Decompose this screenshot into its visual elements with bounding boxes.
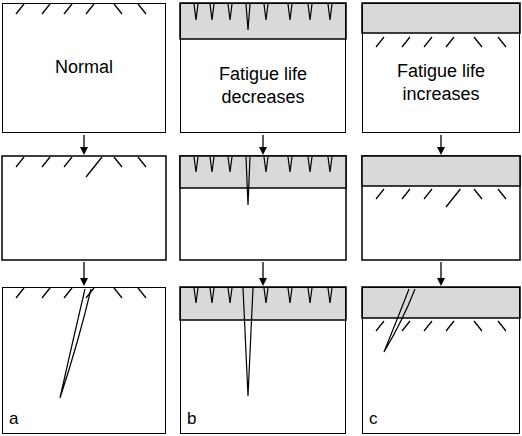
notch-crack (328, 157, 332, 172)
surface-layer (180, 156, 346, 188)
surface-crack (474, 37, 482, 47)
panel: a (2, 287, 166, 434)
surface-layer (362, 287, 520, 318)
arrow-head (80, 278, 88, 286)
surface-crack (446, 189, 460, 207)
flow-arrow (440, 135, 441, 148)
notch-crack (210, 4, 214, 20)
surface-layer (362, 3, 520, 33)
surface-crack (138, 288, 146, 298)
panel-letter: b (187, 408, 196, 430)
condition-panel: Fatigue life increases (362, 3, 520, 133)
main-crack (243, 288, 253, 396)
surface-crack (498, 321, 506, 331)
arrow-head (259, 278, 267, 286)
arrow-head (259, 147, 267, 155)
arrow-head (437, 278, 445, 286)
surface-layer (362, 156, 520, 186)
surface-crack (474, 321, 482, 331)
material-panel (180, 156, 346, 260)
surface-crack (474, 189, 482, 199)
notch-crack (264, 157, 268, 172)
surface-crack (402, 37, 410, 47)
notch-crack (228, 157, 232, 172)
arrow-head (437, 147, 445, 155)
surface-crack (424, 37, 432, 47)
surface-crack (498, 189, 506, 199)
surface-crack (446, 321, 454, 331)
surface-crack (16, 157, 24, 167)
surface-crack (16, 288, 24, 298)
surface-crack (86, 4, 94, 14)
notch-crack (264, 288, 268, 303)
surface-crack (376, 37, 384, 47)
notch-crack (288, 4, 292, 20)
surface-layer (180, 287, 346, 320)
main-crack (384, 289, 415, 352)
surface-crack (64, 157, 72, 167)
notch-crack (328, 288, 332, 303)
panel-letter: c (369, 408, 378, 430)
surface-crack (138, 157, 146, 167)
surface-crack (64, 4, 72, 14)
surface-crack (498, 37, 506, 47)
surface-crack (64, 288, 72, 298)
panel-title: Fatigue life increases (375, 60, 507, 107)
panel: b (180, 287, 346, 434)
surface-crack (86, 157, 102, 177)
surface-crack (42, 157, 50, 167)
flow-arrow (83, 262, 84, 279)
notch-crack (210, 288, 214, 303)
notch-crack (228, 4, 232, 20)
surface-crack (446, 37, 454, 47)
notch-crack (308, 4, 312, 20)
panel-title: Fatigue life decreases (197, 63, 329, 110)
notch-crack (194, 4, 198, 20)
notch-crack (308, 288, 312, 303)
panel-letter: a (9, 408, 18, 430)
panel-title: Normal (55, 56, 113, 79)
notch-crack (194, 157, 198, 172)
flow-arrow (440, 262, 441, 279)
material-panel (362, 156, 520, 260)
main-crack (60, 289, 91, 398)
surface-crack (114, 157, 122, 167)
notch-crack (194, 288, 198, 303)
surface-crack (42, 4, 50, 14)
notch-crack (246, 157, 250, 205)
notch-crack (308, 157, 312, 172)
surface-crack (114, 288, 122, 298)
surface-crack (402, 321, 410, 331)
notch-crack (210, 157, 214, 172)
material-panel (2, 156, 166, 260)
arrow-head (80, 147, 88, 155)
surface-crack (42, 288, 50, 298)
flow-arrow (262, 262, 263, 279)
surface-layer (180, 3, 346, 39)
surface-crack (16, 4, 24, 14)
notch-crack (264, 4, 268, 20)
panel: c (362, 287, 520, 434)
notch-crack (288, 157, 292, 172)
notch-crack (246, 4, 250, 30)
notch-crack (328, 4, 332, 20)
notch-crack (288, 288, 292, 303)
surface-crack (376, 321, 384, 331)
flow-arrow (83, 135, 84, 148)
surface-crack (114, 4, 122, 14)
surface-crack (138, 4, 146, 14)
condition-panel: Fatigue life decreases (180, 3, 346, 133)
surface-crack (424, 321, 432, 331)
surface-crack (402, 189, 410, 199)
flow-arrow (262, 135, 263, 148)
surface-crack (424, 189, 432, 199)
notch-crack (228, 288, 232, 303)
condition-panel: Normal (2, 3, 166, 133)
surface-crack (376, 189, 384, 199)
